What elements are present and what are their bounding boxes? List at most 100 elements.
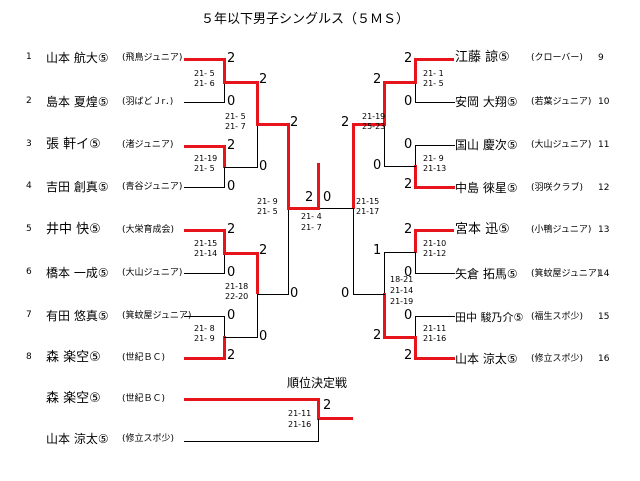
match-score: 21- 9 [257, 197, 278, 206]
game-result: 2 [373, 328, 382, 343]
bracket-line [384, 252, 385, 294]
player-name: 田中 駿乃介⑤ [455, 311, 524, 324]
player-club: (渚ジュニア) [122, 140, 174, 150]
player-number: 4 [26, 181, 32, 191]
bracket-line-winner [287, 123, 290, 209]
player-name: 吉田 創真⑤ [46, 180, 109, 194]
bracket-line-winner [383, 81, 417, 84]
match-score: 21- 1 [423, 69, 444, 78]
bracket-line-winner [223, 252, 258, 255]
player-club: (若葉ジュニア) [531, 97, 592, 107]
final-result-left: 2 [305, 190, 314, 205]
match-score: 21-16 [423, 334, 447, 343]
game-result: 0 [341, 286, 350, 301]
bracket-line [257, 294, 289, 295]
game-result: 2 [227, 51, 236, 66]
placement-result: 2 [323, 398, 332, 413]
player-club: (修立スポ少) [122, 434, 175, 444]
player-number: 7 [26, 310, 32, 320]
player-name: 国山 慶次⑤ [455, 138, 518, 152]
bracket-line [288, 209, 289, 295]
bracket-line [184, 316, 225, 317]
match-score: 21-15 [356, 197, 380, 206]
match-score: 21- 6 [194, 79, 215, 88]
match-score: 25-23 [362, 122, 386, 131]
bracket-line [320, 208, 354, 209]
bracket-line [224, 167, 257, 168]
player-club: (青谷ジュニア) [122, 182, 183, 192]
game-result: 2 [227, 348, 236, 363]
player-name: 森 楽空⑤ [46, 350, 101, 365]
player-name: 江藤 諒⑤ [455, 50, 510, 65]
bracket-line-winner [414, 186, 455, 189]
match-score: 18-21 [390, 275, 414, 284]
game-result: 2 [373, 72, 382, 87]
bracket-line [224, 82, 225, 103]
bracket-line [415, 82, 416, 103]
match-score: 21- 9 [194, 334, 215, 343]
bracket-line-winner [414, 357, 455, 360]
player-number: 2 [26, 96, 32, 106]
player-number: 1 [26, 52, 32, 62]
player-club: (世紀ＢＣ) [122, 394, 166, 404]
bracket-line [224, 253, 225, 274]
bracket-line-winner [317, 163, 320, 210]
player-club: (羽咲クラブ) [531, 183, 584, 193]
bracket-line [415, 273, 455, 274]
match-score: 22-20 [225, 292, 249, 301]
player-club: (クローバー) [531, 53, 583, 63]
match-score: 21- 5 [225, 112, 246, 121]
bracket-line [257, 294, 258, 338]
bracket-line-winner [383, 81, 386, 125]
bracket-line-winner [414, 229, 454, 232]
bracket-line-winner [184, 58, 224, 61]
bracket-line [384, 252, 416, 253]
bracket-line [384, 166, 416, 167]
game-result: 0 [404, 265, 413, 280]
game-result: 0 [404, 137, 413, 152]
player-club: (箕蚊屋ジュニア) [531, 269, 601, 279]
match-score: 21-18 [225, 282, 249, 291]
match-score: 21-12 [423, 249, 447, 258]
player-club: (大山ジュニア) [531, 140, 592, 150]
player-club: (飛鳥ジュニア) [122, 53, 183, 63]
player-club: (羽ばどＪr．) [122, 97, 174, 107]
player-number: 14 [598, 269, 610, 279]
match-score: 21-16 [288, 420, 312, 429]
match-score: 21- 4 [301, 212, 322, 221]
player-number: 15 [598, 312, 610, 322]
game-result: 0 [227, 265, 236, 280]
player-name: 矢倉 拓馬⑤ [455, 267, 518, 281]
player-number: 9 [598, 53, 604, 63]
match-score: 21-19 [390, 297, 414, 306]
bracket-line [415, 252, 416, 274]
bracket-line-winner [256, 123, 289, 126]
match-score: 21- 5 [423, 79, 444, 88]
game-result: 0 [227, 179, 236, 194]
player-club: (世紀ＢＣ) [122, 353, 166, 363]
game-result: 0 [373, 158, 382, 173]
player-club: (箕蚊屋ジュニア) [122, 311, 192, 321]
player-club: (修立スポ少) [531, 354, 584, 364]
bracket-line [415, 316, 455, 317]
match-score: 21-14 [390, 286, 414, 295]
game-result: 2 [404, 51, 413, 66]
player-club: (大栄育成会) [122, 225, 175, 235]
match-score: 21-17 [356, 207, 380, 216]
bracket-line-winner [317, 398, 320, 420]
bracket-line [353, 209, 354, 295]
bracket-line [257, 124, 258, 168]
bracket-line-winner [414, 58, 454, 61]
bracket-line-winner [184, 398, 320, 401]
bracket-line-winner [223, 81, 258, 84]
player-name: 安岡 大翔⑤ [455, 95, 518, 109]
player-club: (大山ジュニア) [122, 268, 183, 278]
game-result: 2 [404, 348, 413, 363]
game-result: 0 [259, 329, 268, 344]
game-result: 0 [259, 159, 268, 174]
bracket-line-winner [414, 165, 417, 189]
game-result: 0 [404, 94, 413, 109]
bracket-line-winner [414, 336, 417, 360]
match-score: 21- 7 [225, 122, 246, 131]
player-number: 13 [598, 225, 610, 235]
